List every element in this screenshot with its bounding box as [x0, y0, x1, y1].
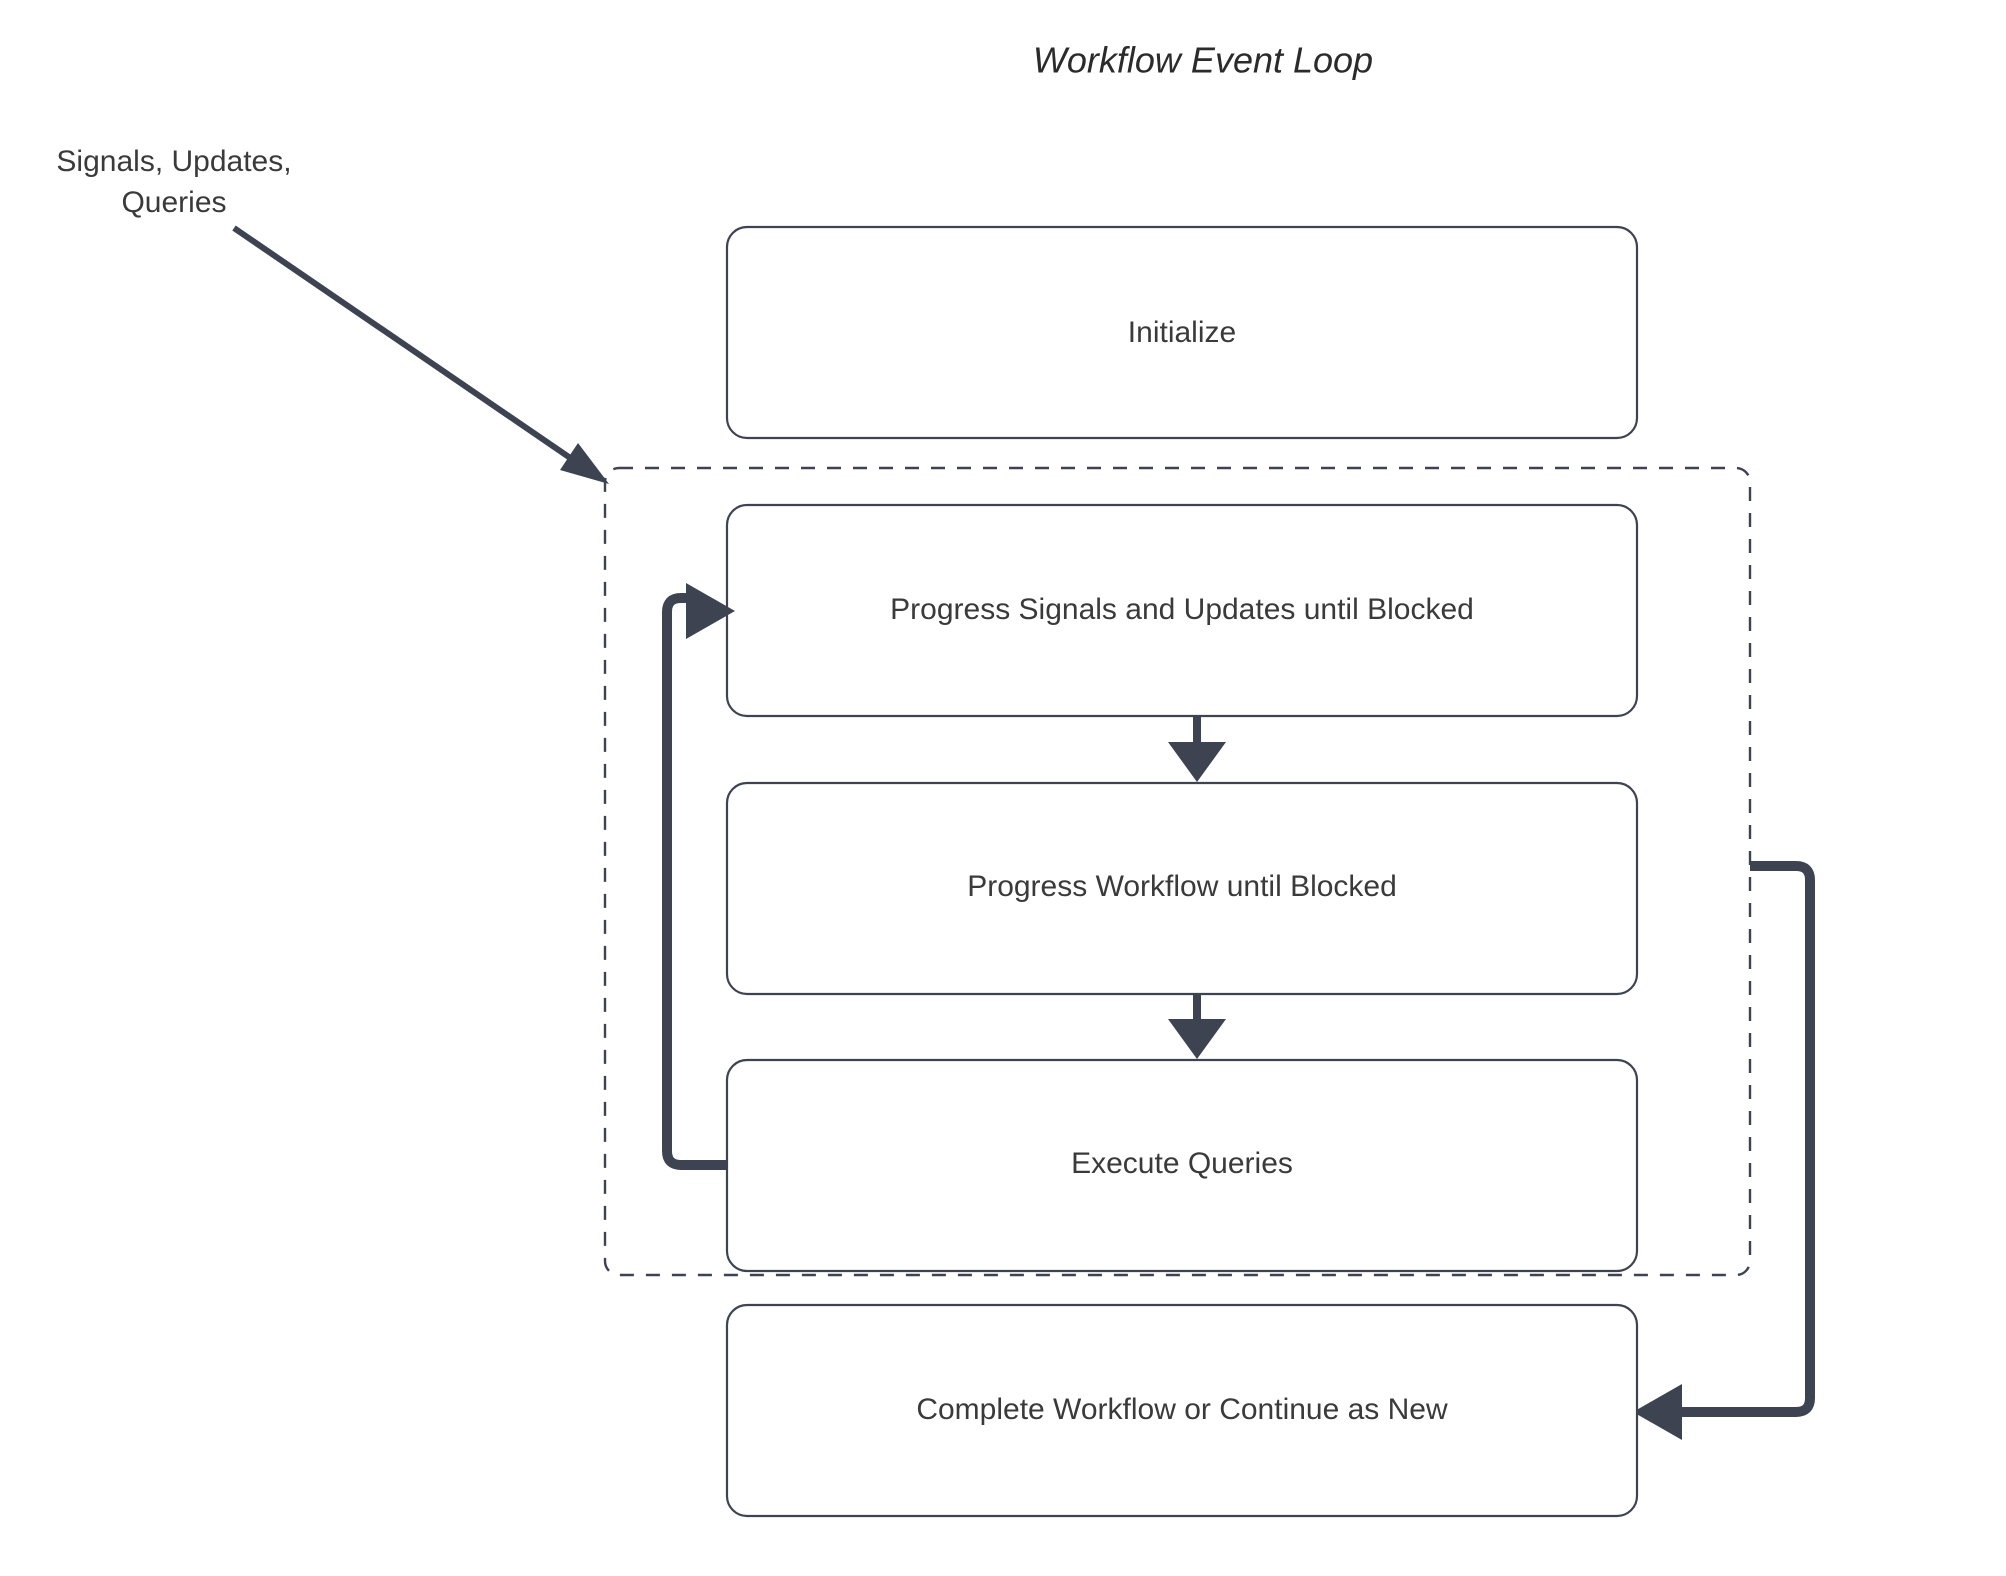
node-execute-queries[interactable]: Execute Queries: [725, 1058, 1639, 1273]
edge-workflow-to-queries-head: [1168, 1019, 1226, 1059]
external-input-label-line2: Queries: [121, 186, 226, 219]
node-progress-workflow-label: Progress Workflow until Blocked: [967, 870, 1397, 903]
loop-group-container: [603, 466, 1752, 1277]
edge-signals-to-workflow-arrow: [1168, 716, 1226, 782]
external-input-arrow-line: [232, 225, 584, 469]
node-complete-workflow-box: [725, 1303, 1639, 1518]
edge-loop-exit-line: [1672, 861, 1815, 1417]
edge-loop-exit-arrow: [1633, 861, 1815, 1440]
node-progress-workflow-box: [725, 781, 1639, 996]
node-initialize[interactable]: Initialize: [725, 225, 1639, 440]
edge-loop-back-line: [662, 593, 727, 1170]
node-execute-queries-label: Execute Queries: [1071, 1147, 1293, 1180]
external-input-label-line1: Signals, Updates,: [56, 145, 291, 178]
edge-signals-to-workflow-head: [1168, 742, 1226, 782]
edge-loop-exit-head: [1633, 1384, 1682, 1440]
node-progress-signals-label: Progress Signals and Updates until Block…: [890, 593, 1474, 626]
node-complete-workflow-label: Complete Workflow or Continue as New: [916, 1393, 1448, 1426]
page-title: Workflow Event Loop: [1033, 40, 1373, 81]
external-input-arrow-head: [560, 443, 609, 484]
node-complete-workflow[interactable]: Complete Workflow or Continue as New: [725, 1303, 1639, 1518]
node-progress-workflow[interactable]: Progress Workflow until Blocked: [725, 781, 1639, 996]
edge-loop-back-head: [686, 583, 735, 639]
edge-workflow-to-queries-arrow: [1168, 994, 1226, 1059]
node-initialize-label: Initialize: [1128, 316, 1236, 349]
edge-loop-back-arrow: [662, 583, 735, 1170]
node-progress-signals[interactable]: Progress Signals and Updates until Block…: [725, 503, 1639, 718]
node-initialize-box: [725, 225, 1639, 440]
